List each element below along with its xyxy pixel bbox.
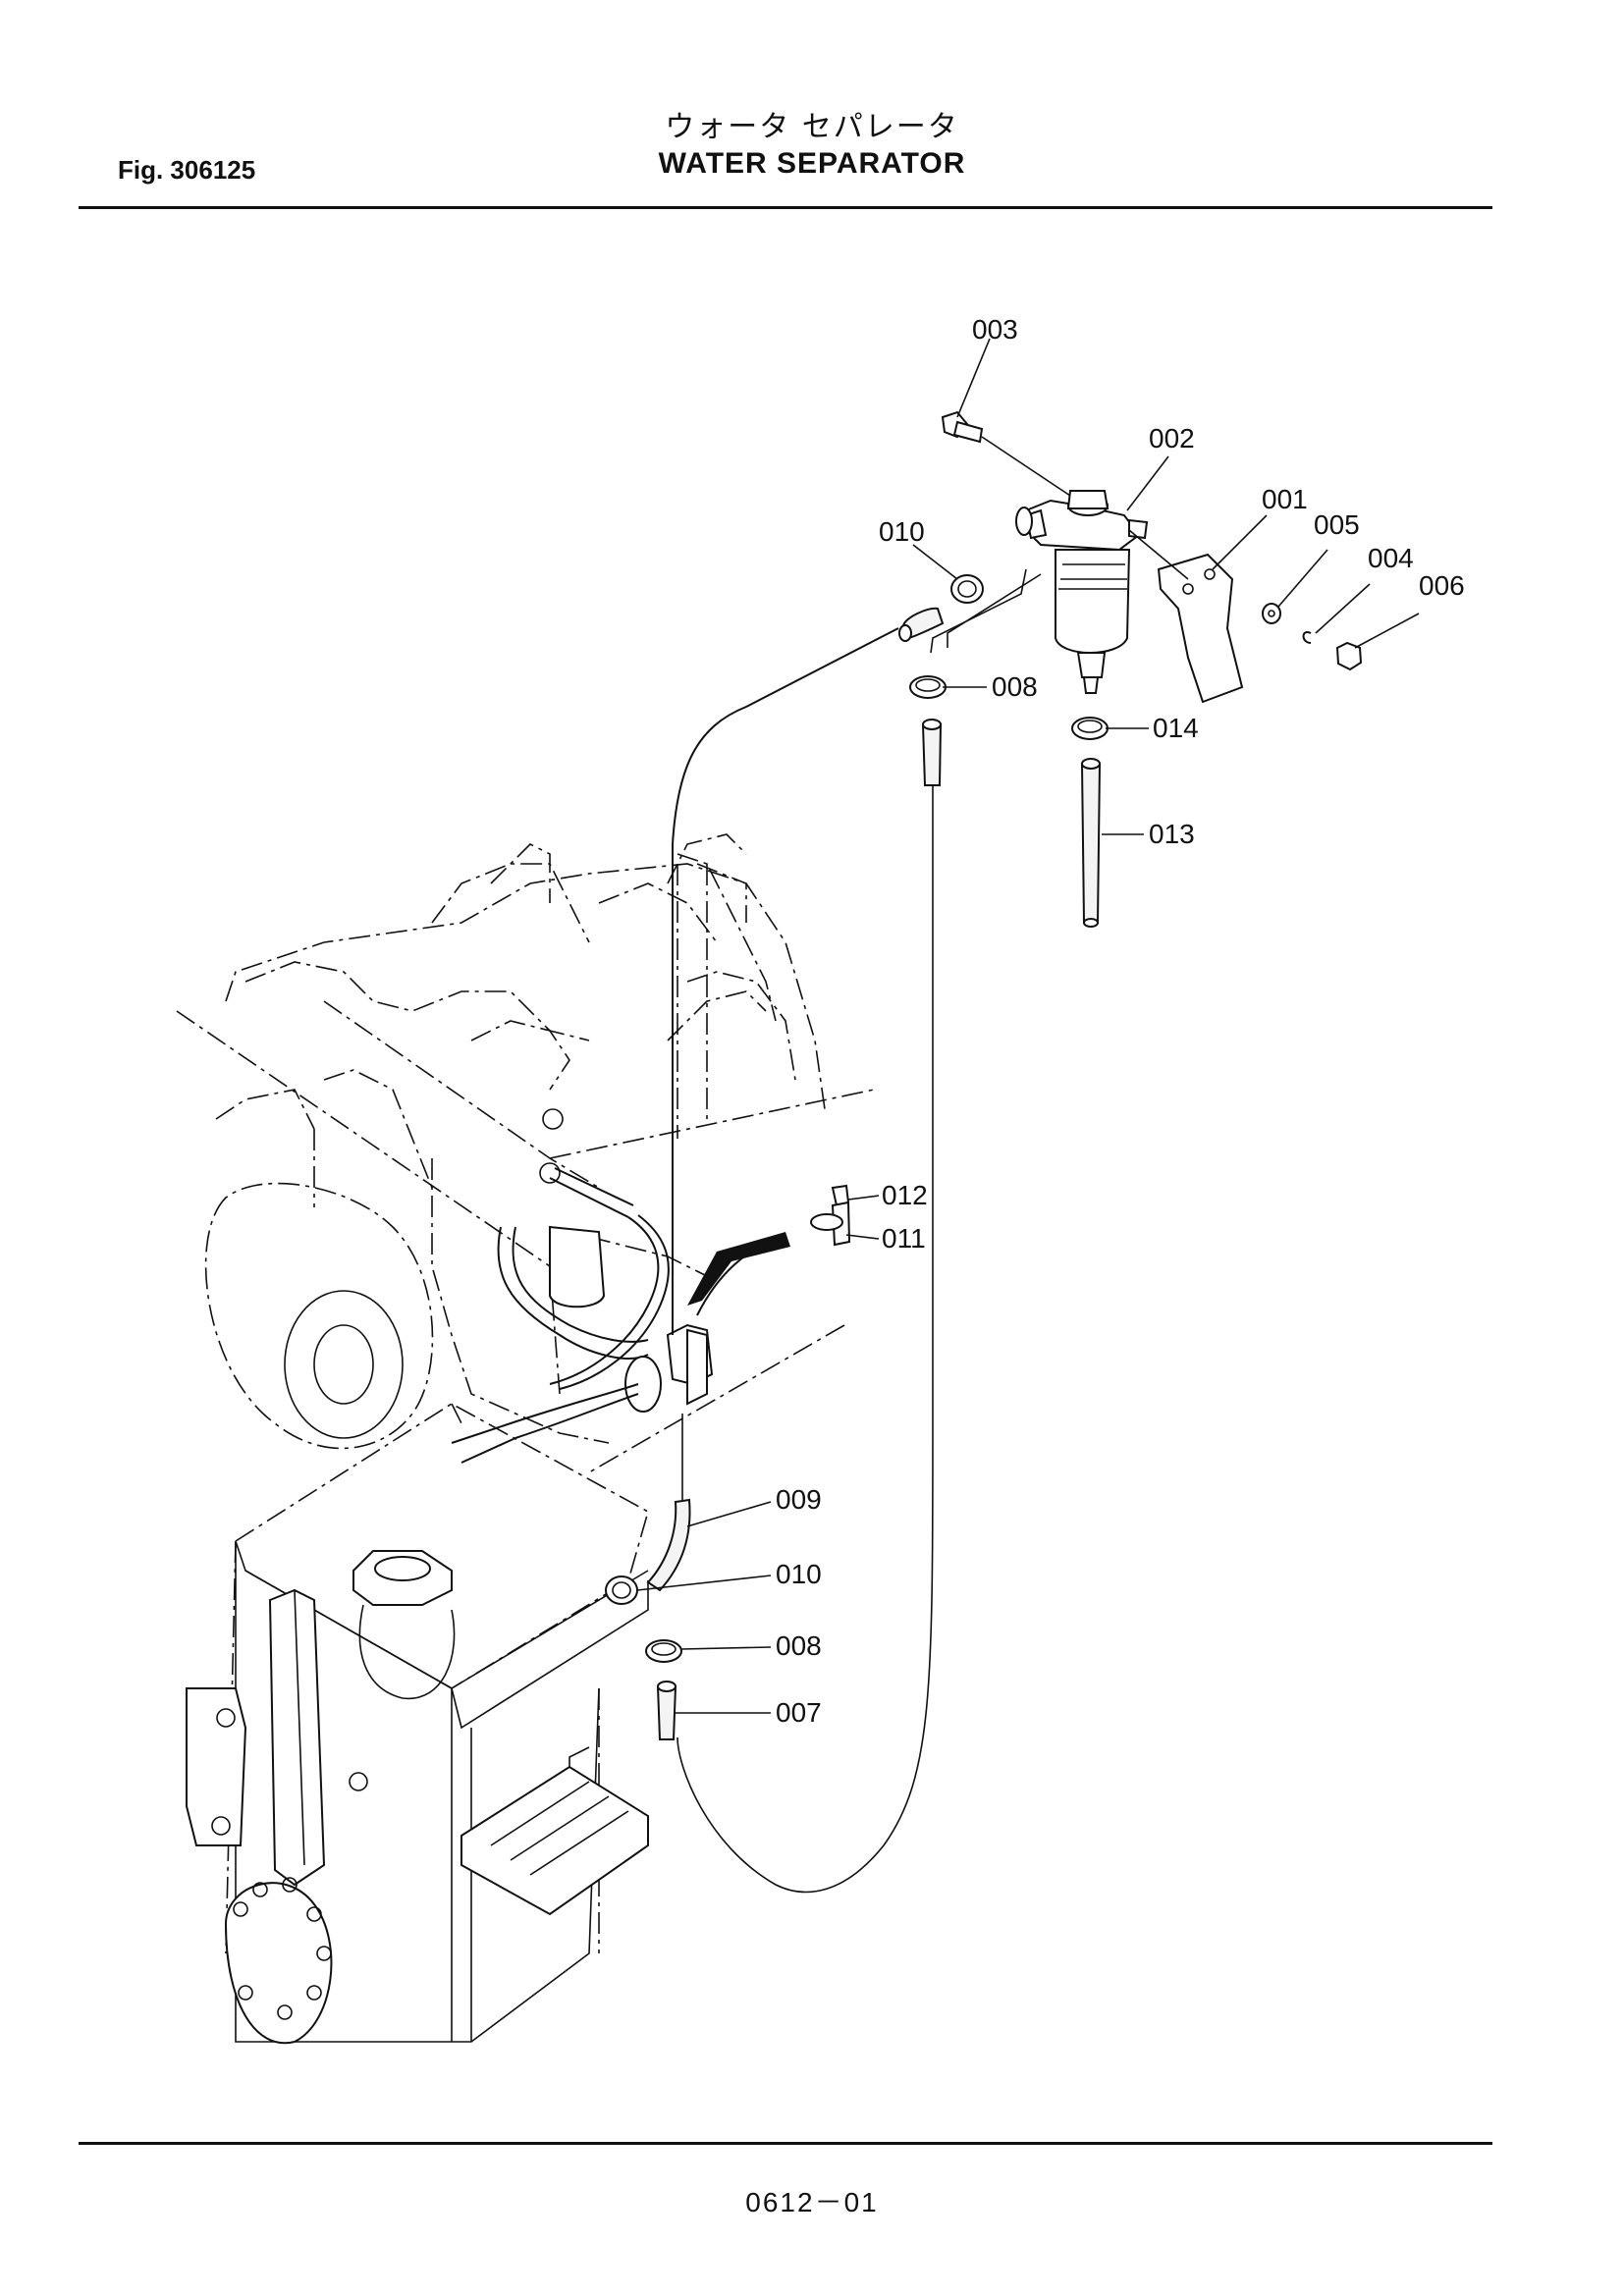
callout-004: 004 (1368, 543, 1414, 573)
water-separator-detail (605, 410, 1363, 1894)
callout-008-lower: 008 (776, 1630, 822, 1661)
leader-lines (636, 338, 1420, 1714)
figure-number: Fig. 306125 (118, 155, 256, 185)
callout-001: 001 (1262, 484, 1308, 514)
callout-010-lower: 010 (776, 1559, 822, 1589)
fuel-tank-assembly (186, 1383, 649, 2045)
callout-003: 003 (972, 314, 1018, 345)
title-japanese: ウォータ セパレータ (665, 110, 959, 144)
callout-013: 013 (1149, 819, 1195, 849)
callout-005: 005 (1314, 509, 1360, 540)
callout-009: 009 (776, 1484, 822, 1515)
callout-007: 007 (776, 1697, 822, 1728)
page-number: 0612－01 (745, 2187, 879, 2217)
callout-labels: 003 002 001 005 004 006 010 008 014 013 … (776, 314, 1465, 1728)
header-divider (79, 206, 1492, 209)
callout-002: 002 (1149, 423, 1195, 454)
engine-assembly (176, 627, 899, 1473)
callout-010-upper: 010 (879, 516, 925, 547)
callout-011: 011 (882, 1223, 926, 1254)
page-title: WATER SEPARATOR (658, 147, 966, 180)
footer-divider (79, 2142, 1492, 2145)
callout-006: 006 (1419, 570, 1465, 601)
callout-012: 012 (882, 1180, 928, 1210)
callout-008-upper: 008 (992, 671, 1038, 702)
callout-014: 014 (1153, 713, 1199, 743)
